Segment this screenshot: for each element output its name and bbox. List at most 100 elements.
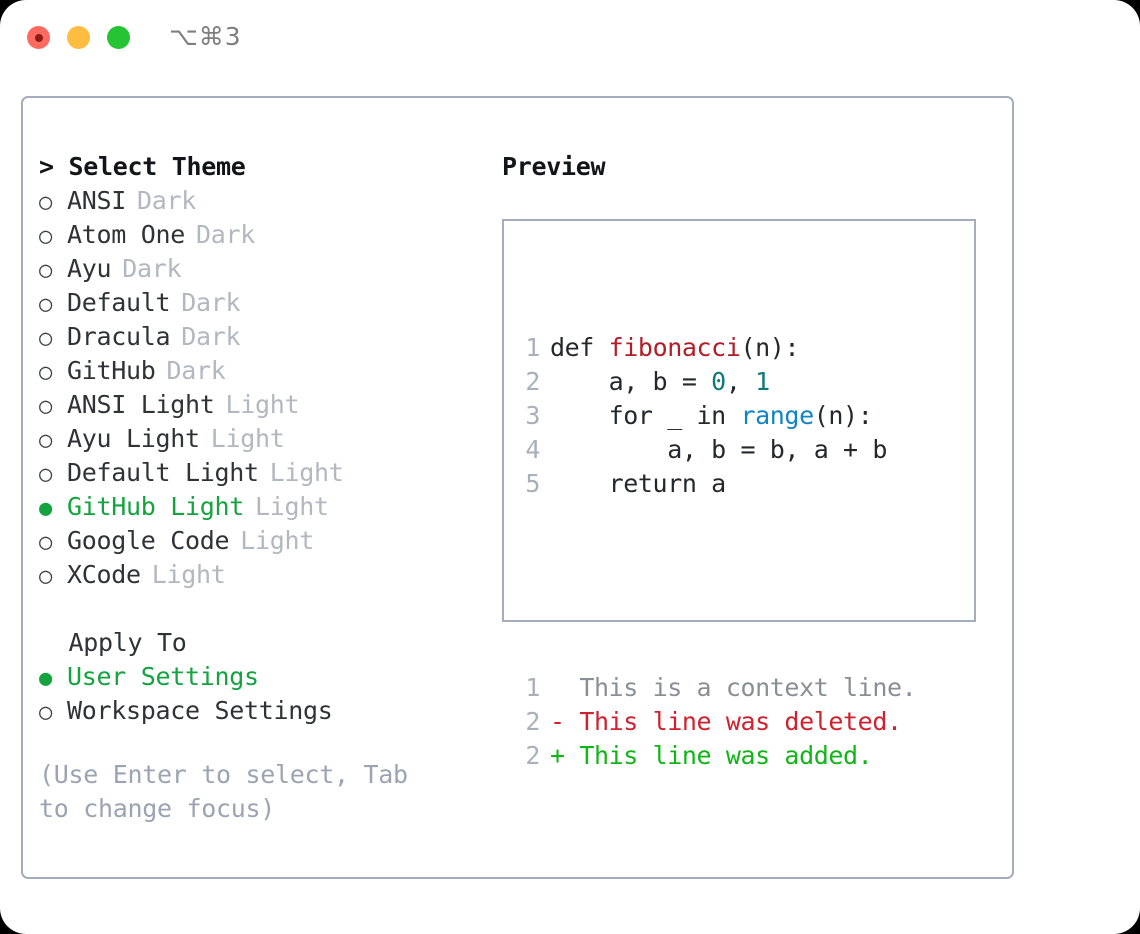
radio-unselected-icon: ○	[39, 326, 52, 351]
radio-unselected-icon: ○	[39, 564, 52, 589]
theme-option-label: Google Code	[67, 526, 230, 555]
line-number: 1	[525, 673, 540, 702]
keyboard-hint-text: (Use Enter to select, Tab to change focu…	[39, 760, 408, 823]
theme-variant-tag: Light	[210, 424, 285, 453]
theme-option-label: Ayu	[67, 254, 112, 283]
diff-line-ctx: 1 This is a context line.	[516, 671, 916, 705]
code-token: def	[550, 333, 609, 362]
theme-variant-tag: Dark	[181, 288, 241, 317]
code-line: 5 return a	[516, 467, 916, 501]
theme-variant-tag: Light	[151, 560, 226, 589]
code-line-content: a, b = 0, 1	[550, 365, 771, 399]
radio-selected-icon: ●	[39, 496, 52, 521]
apply-to-option-workspace-settings[interactable]: ○ Workspace Settings	[39, 694, 469, 728]
line-number: 2	[525, 741, 540, 770]
theme-variant-tag: Dark	[166, 356, 226, 385]
theme-variant-tag: Dark	[137, 186, 197, 215]
apply-to-option-label: User Settings	[67, 662, 259, 691]
code-line: 4 a, b = b, a + b	[516, 433, 916, 467]
diff-marker	[550, 671, 579, 705]
theme-option-label: GitHub	[67, 356, 156, 385]
radio-unselected-icon: ○	[39, 428, 52, 453]
radio-unselected-icon: ○	[39, 360, 52, 385]
line-number: 1	[525, 333, 540, 362]
radio-unselected-icon: ○	[39, 190, 52, 215]
code-token: a, b =	[550, 367, 712, 396]
theme-variant-tag: Light	[240, 526, 315, 555]
theme-option-github[interactable]: ○ GitHub Dark	[39, 354, 469, 388]
diff-line-del: 2- This line was deleted.	[516, 705, 916, 739]
diff-block: 1 This is a context line.2- This line wa…	[516, 671, 916, 773]
select-theme-heading: > Select Theme	[39, 152, 246, 181]
theme-variant-tag: Dark	[122, 254, 182, 283]
line-number: 4	[525, 435, 540, 464]
theme-variant-tag: Light	[269, 458, 344, 487]
theme-option-ayu-light[interactable]: ○ Ayu Light Light	[39, 422, 469, 456]
apply-to-option-label: Workspace Settings	[67, 696, 333, 725]
line-number: 5	[525, 469, 540, 498]
code-token: a, b = b, a + b	[550, 435, 887, 464]
apply-to-option-user-settings[interactable]: ● User Settings	[39, 660, 469, 694]
code-line: 3 for _ in range(n):	[516, 399, 916, 433]
theme-option-label: Ayu Light	[67, 424, 200, 453]
code-token: 1	[755, 367, 770, 396]
code-line-content: a, b = b, a + b	[550, 433, 887, 467]
theme-option-label: XCode	[67, 560, 141, 589]
theme-option-label: GitHub Light	[67, 492, 245, 521]
code-token: (n):	[740, 333, 800, 362]
apply-to-heading: Apply To	[39, 628, 187, 657]
code-line-content: def fibonacci(n):	[550, 331, 799, 365]
code-token: ,	[725, 367, 756, 396]
radio-selected-icon: ●	[39, 666, 52, 691]
line-number: 3	[525, 401, 540, 430]
keyboard-shortcut-label: ⌥⌘3	[169, 22, 242, 51]
code-token: 0	[711, 367, 726, 396]
theme-option-xcode[interactable]: ○ XCode Light	[39, 558, 469, 592]
theme-variant-tag: Dark	[181, 322, 241, 351]
theme-option-label: Atom One	[67, 220, 186, 249]
theme-option-label: Dracula	[67, 322, 171, 351]
title-bar: ⌥⌘3	[0, 0, 1140, 78]
diff-line-text: This line was added.	[579, 741, 873, 770]
theme-variant-tag: Light	[225, 390, 300, 419]
code-line-content: return a	[550, 467, 727, 501]
radio-unselected-icon: ○	[39, 462, 52, 487]
theme-variant-tag: Dark	[196, 220, 256, 249]
minimize-button[interactable]	[67, 26, 90, 49]
theme-option-dracula[interactable]: ○ Dracula Dark	[39, 320, 469, 354]
theme-option-label: Default	[67, 288, 171, 317]
diff-line-add: 2 + This line was added.	[516, 739, 916, 773]
theme-variant-tag: Light	[255, 492, 329, 521]
code-token: range	[740, 401, 814, 430]
code-line-content: for _ in range(n):	[550, 399, 873, 433]
zoom-button[interactable]	[107, 26, 130, 49]
code-diff-separator	[516, 569, 916, 603]
diff-marker: +	[550, 741, 580, 770]
code-token: fibonacci	[608, 333, 741, 362]
list-spacer	[39, 592, 469, 626]
code-line: 2 a, b = 0, 1	[516, 365, 916, 399]
diff-line-text: This is a context line.	[579, 673, 917, 702]
theme-option-label: ANSI Light	[67, 390, 215, 419]
theme-option-github-light[interactable]: ● GitHub Light Light	[39, 490, 469, 524]
code-token: return a	[550, 469, 727, 498]
radio-unselected-icon: ○	[39, 700, 52, 725]
diff-marker: -	[550, 707, 580, 736]
close-button[interactable]	[27, 26, 50, 49]
code-line: 1 def fibonacci(n):	[516, 331, 916, 365]
